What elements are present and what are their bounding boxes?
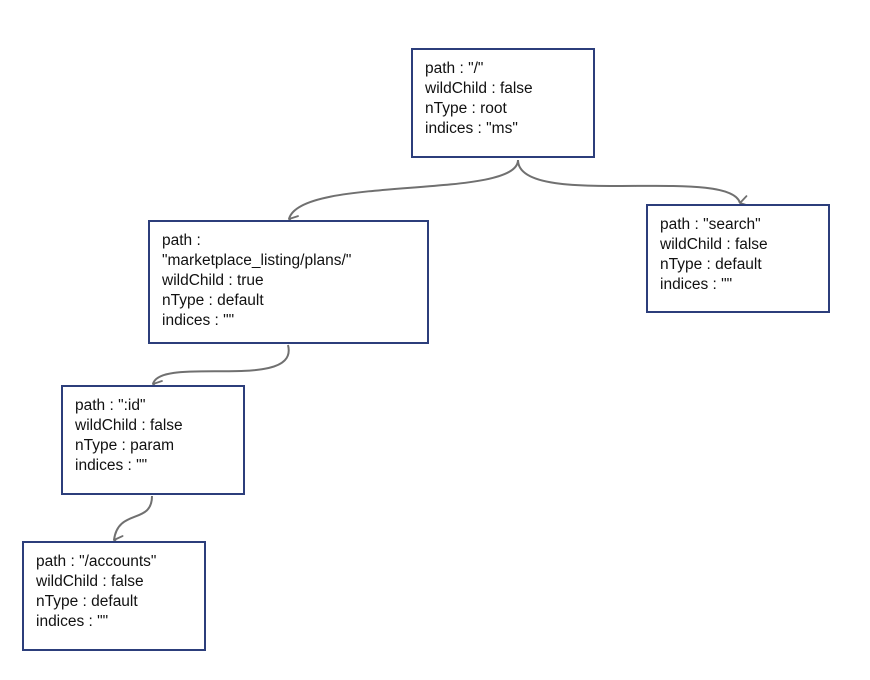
edge-root-to-marketplace xyxy=(288,159,519,227)
node-wildchild: wildChild : false xyxy=(660,236,768,253)
tree-node-marketplace: path : "marketplace_listing/plans/" wild… xyxy=(148,220,429,344)
node-indices: indices : "" xyxy=(162,312,235,329)
node-path: path : ":id" xyxy=(75,397,146,414)
node-wildchild: wildChild : false xyxy=(36,573,144,590)
node-path-value: "marketplace_listing/plans/" xyxy=(162,252,352,269)
node-indices: indices : "ms" xyxy=(425,120,518,137)
node-ntype: nType : default xyxy=(660,256,762,273)
tree-node-id: path : ":id" wildChild : false nType : p… xyxy=(61,385,245,495)
node-ntype: nType : param xyxy=(75,437,175,454)
node-wildchild: wildChild : true xyxy=(162,272,264,289)
tree-node-search: path : "search" wildChild : false nType … xyxy=(646,204,830,313)
node-indices: indices : "" xyxy=(36,613,109,630)
node-indices: indices : "" xyxy=(660,276,733,293)
tree-node-root: path : "/" wildChild : false nType : roo… xyxy=(411,48,595,158)
node-wildchild: wildChild : false xyxy=(425,80,533,97)
edge-id-to-accounts xyxy=(113,495,153,547)
node-path: path : "/accounts" xyxy=(36,553,157,570)
node-path: path : "search" xyxy=(660,216,761,233)
edge-root-to-search xyxy=(517,159,750,207)
node-indices: indices : "" xyxy=(75,457,148,474)
node-wildchild: wildChild : false xyxy=(75,417,183,434)
node-ntype: nType : root xyxy=(425,100,507,117)
node-ntype: nType : default xyxy=(162,292,264,309)
node-path: path : "/" xyxy=(425,60,484,77)
edge-marketplace-to-id xyxy=(152,344,290,392)
node-path-label: path : xyxy=(162,232,201,249)
node-ntype: nType : default xyxy=(36,593,138,610)
tree-node-accounts: path : "/accounts" wildChild : false nTy… xyxy=(22,541,206,651)
